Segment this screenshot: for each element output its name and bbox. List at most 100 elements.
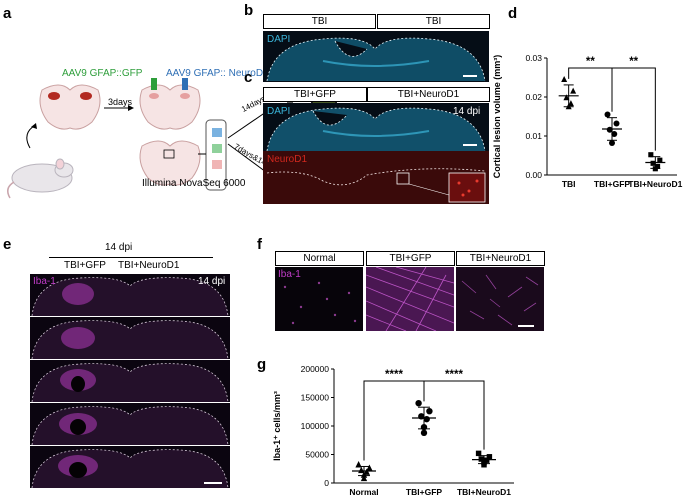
e-label-left: TBI+GFP xyxy=(64,260,106,271)
significance-bracket xyxy=(611,67,656,151)
e-section-2 xyxy=(30,317,230,359)
data-point xyxy=(481,462,487,468)
y-axis-label: Iba-1⁺ cells/mm³ xyxy=(272,391,282,461)
c-channel-neurod1: NeuroD1 xyxy=(267,154,308,165)
y-tick-label: 50000 xyxy=(305,450,329,460)
data-point xyxy=(648,152,654,158)
data-point xyxy=(475,450,482,457)
data-point xyxy=(363,468,370,475)
y-tick-label: 150000 xyxy=(301,393,330,403)
data-point xyxy=(650,160,656,166)
e-brain-section-icon xyxy=(31,449,229,488)
e-header: 14 dpi xyxy=(105,242,133,253)
y-tick-label: 0.01 xyxy=(525,131,542,141)
y-axis-label: Cortical lesion volume (mm³) xyxy=(492,55,502,179)
data-point xyxy=(613,120,620,127)
brain-tbi-icon xyxy=(39,84,101,130)
e-channel-iba1: Iba-1 xyxy=(33,276,56,287)
step-3days: 3days xyxy=(108,97,133,107)
panel-a-label: a xyxy=(3,5,12,22)
data-point xyxy=(420,429,428,437)
b-channel-dapi: DAPI xyxy=(267,34,291,45)
f-tbi-gfp-cells-icon xyxy=(366,267,454,331)
data-point xyxy=(611,131,618,138)
panel-d-label: d xyxy=(508,5,518,22)
y-tick-label: 0.03 xyxy=(525,53,542,63)
b-label-right: TBI xyxy=(377,14,490,29)
significance-label: **** xyxy=(445,369,463,381)
data-point xyxy=(355,461,362,468)
panel-b-image: DAPI xyxy=(263,31,489,82)
x-tick-label: TBI+NeuroD1 xyxy=(457,487,511,497)
y-tick-label: 0 xyxy=(324,478,329,488)
e-scale-bar xyxy=(204,482,222,484)
c-scale-bar xyxy=(463,144,477,146)
e-header-line xyxy=(49,257,213,258)
data-point xyxy=(561,75,568,82)
e-brain-section-icon xyxy=(31,363,229,402)
e-section-1: Iba-1 14 dpi xyxy=(30,274,230,316)
panel-c-dapi-image: DAPI 14 dpi xyxy=(263,103,489,151)
f-label-tbi-gfp: TBI+GFP xyxy=(366,251,455,266)
y-tick-label: 200000 xyxy=(301,364,330,374)
c-timepoint: 14 dpi xyxy=(453,106,481,117)
panel-c-neurod1-image: NeuroD1 xyxy=(263,151,489,204)
f-channel-iba1: Iba-1 xyxy=(278,269,301,280)
y-tick-label: 0.00 xyxy=(525,170,542,180)
data-point xyxy=(567,100,574,107)
y-tick-label: 100000 xyxy=(301,421,330,431)
x-tick-label: TBI xyxy=(562,179,576,189)
b-label-left: TBI xyxy=(263,14,376,29)
significance-label: ** xyxy=(629,56,638,68)
e-section-3 xyxy=(30,360,230,402)
data-point xyxy=(563,94,570,101)
brain-injected-icon xyxy=(139,78,201,130)
f-image-normal: Iba-1 xyxy=(275,267,363,331)
brain-slice-icon xyxy=(139,140,201,186)
e-section-stack: Iba-1 14 dpi xyxy=(30,274,230,490)
e-timepoint: 14 dpi xyxy=(198,276,226,287)
e-section-5 xyxy=(30,446,230,488)
f-normal-cells-icon xyxy=(283,281,357,325)
significance-label: ** xyxy=(586,56,595,68)
x-tick-label: TBI+GFP xyxy=(406,487,442,497)
mouse-icon xyxy=(7,158,74,199)
significance-bracket xyxy=(568,67,613,112)
data-point xyxy=(604,111,611,118)
e-brain-section-icon xyxy=(31,320,229,359)
panel-c-label: c xyxy=(244,69,253,86)
x-tick-label: TBI+GFP xyxy=(594,179,630,189)
b-brain-section-icon xyxy=(266,37,486,82)
data-point xyxy=(606,126,613,133)
data-point xyxy=(415,400,422,407)
data-point xyxy=(657,157,663,163)
significance-bracket xyxy=(423,380,485,450)
f-image-tbi-neurod1 xyxy=(456,267,544,331)
x-tick-label: TBI+NeuroD1 xyxy=(628,179,682,189)
panel-b-label: b xyxy=(244,2,254,19)
c-channel-dapi: DAPI xyxy=(267,106,291,117)
data-point xyxy=(486,454,493,460)
significance-bracket xyxy=(363,380,425,461)
chart-d-lesion-volume: 0.00 0.01 0.02 0.03 Cortical lesion volume (… xyxy=(492,53,683,189)
x-tick-label: Normal xyxy=(349,487,378,497)
c-brain-section-icon xyxy=(266,107,486,151)
b-scale-bar xyxy=(463,75,477,77)
panel-e-label: e xyxy=(3,236,12,253)
e-label-right: TBI+NeuroD1 xyxy=(118,260,180,271)
c-neurod1-section-icon xyxy=(263,151,489,204)
panel-f-label: f xyxy=(257,236,262,253)
f-label-tbi-neurod1: TBI+NeuroD1 xyxy=(456,251,545,266)
data-point xyxy=(366,464,373,471)
panel-g-label: g xyxy=(257,356,267,373)
panel-a-schematic xyxy=(7,78,227,199)
sequencer-label: Illumina NovaSeq 6000 xyxy=(142,178,246,189)
f-image-tbi-gfp xyxy=(366,267,454,331)
e-brain-section-icon xyxy=(31,406,229,445)
c-label-right: TBI+NeuroD1 xyxy=(367,87,490,102)
significance-label: **** xyxy=(385,369,403,381)
f-tbi-neurod1-cells-icon xyxy=(461,274,539,327)
e-section-4 xyxy=(30,403,230,445)
y-tick-label: 0.02 xyxy=(525,92,542,102)
